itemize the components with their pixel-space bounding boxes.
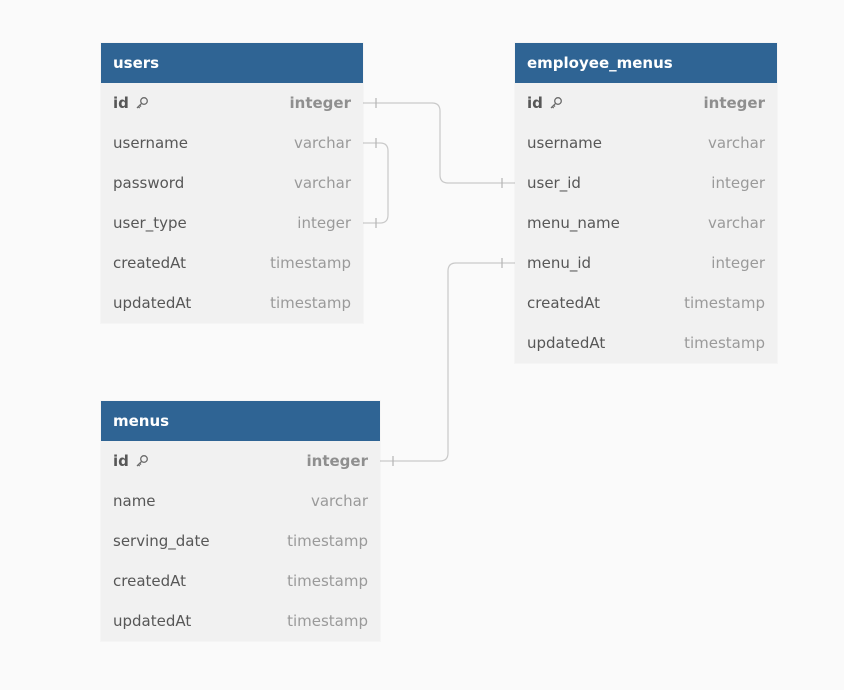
column-name: createdAt [113, 572, 187, 590]
relation-users-id-to-employee-menus-user-id [363, 102, 515, 184]
column-row[interactable]: menu_name varchar [515, 203, 777, 243]
primary-key-icon [550, 97, 562, 109]
column-name: user_id [527, 174, 581, 192]
column-type: integer [306, 452, 368, 470]
column-name: updatedAt [113, 294, 192, 312]
column-name: username [527, 134, 602, 152]
column-name-cell: updatedAt [113, 612, 191, 630]
column-row[interactable]: id integer [101, 441, 380, 481]
column-type: timestamp [287, 532, 368, 550]
primary-key-icon [136, 97, 148, 109]
column-row[interactable]: serving_date timestamp [101, 521, 380, 561]
column-name: password [113, 174, 185, 192]
column-type: varchar [707, 134, 765, 152]
column-row[interactable]: updatedAt timestamp [101, 601, 380, 641]
column-name: username [113, 134, 188, 152]
column-row[interactable]: username varchar [101, 123, 363, 163]
column-type: integer [711, 174, 765, 192]
column-row[interactable]: menu_id integer [515, 243, 777, 283]
column-name-cell: updatedAt [527, 334, 605, 352]
table-header-employee-menus[interactable]: employee_menus [515, 43, 777, 83]
column-name: id [527, 94, 543, 112]
column-row[interactable]: updatedAt timestamp [515, 323, 777, 363]
column-name-cell: createdAt [113, 572, 186, 590]
column-name-cell: updatedAt [113, 294, 191, 312]
column-type: integer [289, 94, 351, 112]
column-name: createdAt [113, 254, 187, 272]
column-type: timestamp [287, 572, 368, 590]
column-row[interactable]: updatedAt timestamp [101, 283, 363, 323]
column-type: varchar [310, 492, 368, 510]
column-row[interactable]: createdAt timestamp [101, 561, 380, 601]
column-name: serving_date [113, 532, 210, 550]
column-row[interactable]: user_id integer [515, 163, 777, 203]
table-header-users[interactable]: users [101, 43, 363, 83]
column-name: menu_id [527, 254, 592, 272]
column-type: varchar [293, 174, 351, 192]
column-row[interactable]: id integer [101, 83, 363, 123]
primary-key-icon [136, 455, 148, 467]
column-name: id [113, 94, 129, 112]
column-name: createdAt [527, 294, 601, 312]
column-name-cell: user_id [527, 174, 581, 192]
column-name-cell: name [113, 492, 156, 510]
column-name: name [113, 492, 156, 510]
column-type: integer [711, 254, 765, 272]
column-name-cell: username [113, 134, 188, 152]
column-type: varchar [293, 134, 351, 152]
column-type: timestamp [684, 334, 765, 352]
column-name-cell: username [527, 134, 602, 152]
column-name: user_type [113, 214, 187, 232]
column-type: integer [297, 214, 351, 232]
column-name-cell: createdAt [113, 254, 186, 272]
table-header-menus[interactable]: menus [101, 401, 380, 441]
column-type: timestamp [270, 294, 351, 312]
column-name-cell: serving_date [113, 532, 210, 550]
relation-users-username-to-user-type [363, 142, 389, 224]
column-row[interactable]: username varchar [515, 123, 777, 163]
relation-menus-id-to-employee-menus-menu-id [380, 262, 515, 462]
column-name: updatedAt [113, 612, 192, 630]
column-row[interactable]: createdAt timestamp [515, 283, 777, 323]
column-type: timestamp [684, 294, 765, 312]
column-name-cell: createdAt [527, 294, 600, 312]
column-name-cell: id [113, 452, 149, 470]
column-name-cell: id [113, 94, 149, 112]
column-name-cell: id [527, 94, 563, 112]
column-row[interactable]: createdAt timestamp [101, 243, 363, 283]
column-name: updatedAt [527, 334, 606, 352]
column-name: menu_name [527, 214, 620, 232]
column-type: integer [703, 94, 765, 112]
column-type: timestamp [287, 612, 368, 630]
column-name-cell: menu_id [527, 254, 591, 272]
column-name-cell: user_type [113, 214, 187, 232]
column-name-cell: password [113, 174, 184, 192]
column-row[interactable]: password varchar [101, 163, 363, 203]
table-users[interactable]: users id integer username varchar password va… [101, 43, 363, 323]
column-row[interactable]: name varchar [101, 481, 380, 521]
column-name: id [113, 452, 129, 470]
column-type: varchar [707, 214, 765, 232]
column-name-cell: menu_name [527, 214, 620, 232]
column-row[interactable]: user_type integer [101, 203, 363, 243]
column-row[interactable]: id integer [515, 83, 777, 123]
column-type: timestamp [270, 254, 351, 272]
